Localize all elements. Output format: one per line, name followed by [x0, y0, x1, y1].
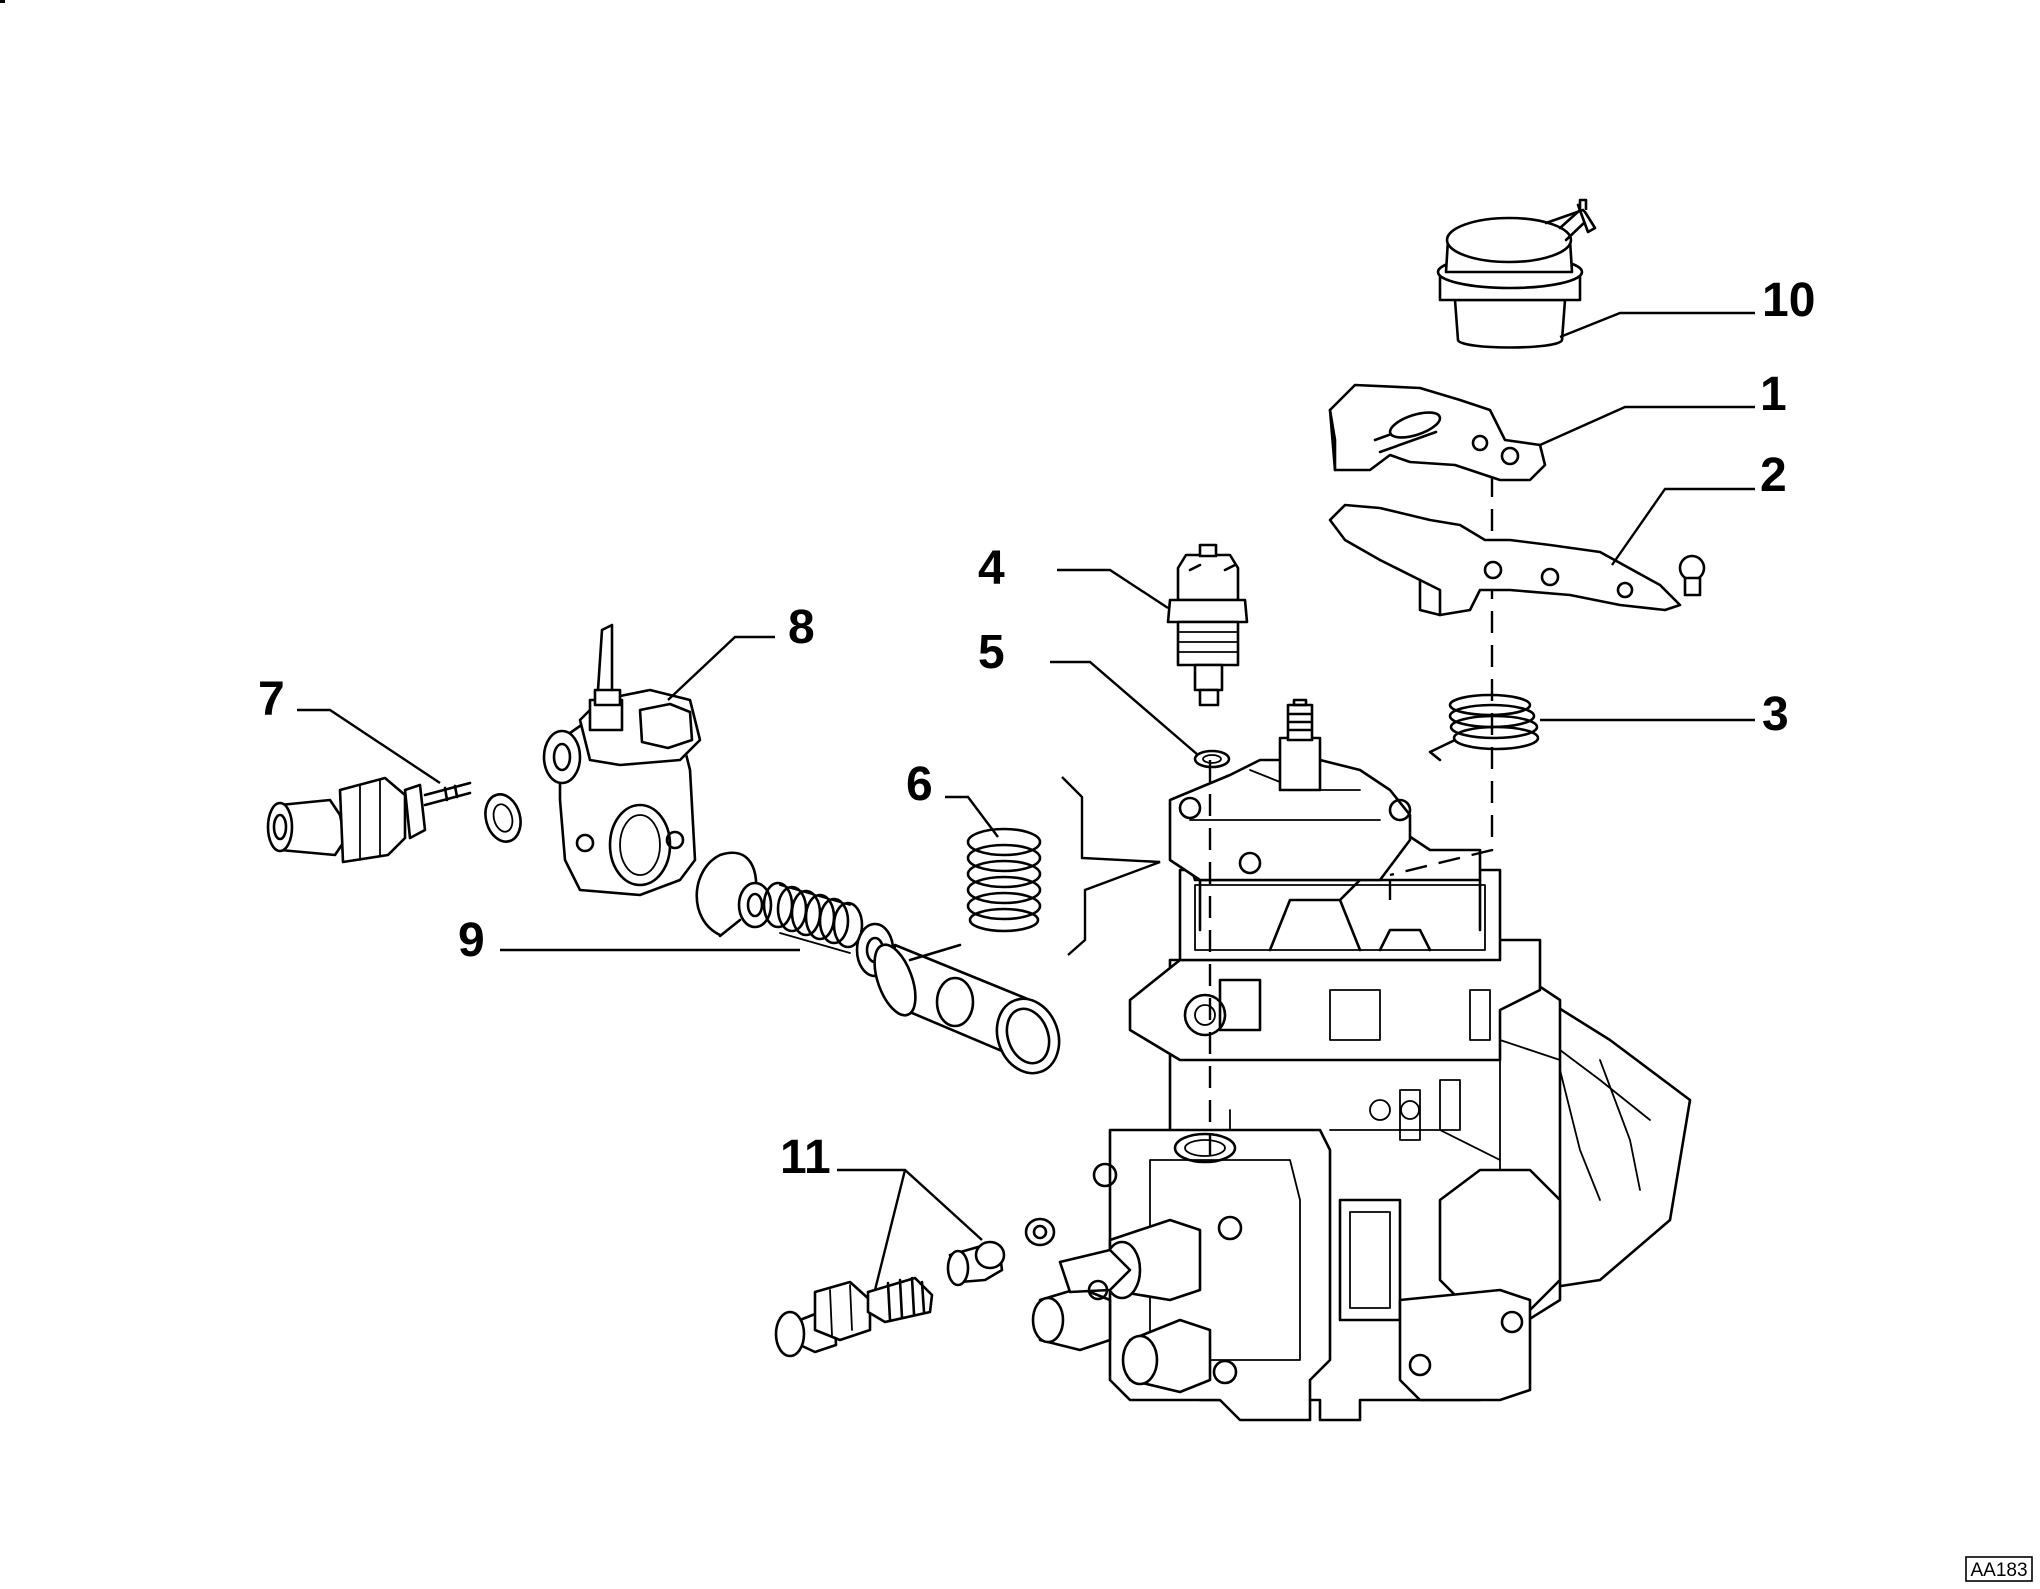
- part-6-spring: [966, 827, 1042, 933]
- callout-numbers: 10 1 2 3 4 5 6 7 8 9 11: [258, 274, 1815, 1184]
- part-3-spring: [1428, 693, 1540, 762]
- part-5-washer: [1193, 749, 1231, 769]
- part-1-bracket: [1328, 383, 1547, 482]
- part-10-cap: [1436, 198, 1597, 349]
- callout-5: 5: [978, 626, 1005, 679]
- callout-leaders: [297, 311, 1755, 1291]
- callout-2: 2: [1760, 449, 1787, 502]
- part-4-solenoid: [1166, 543, 1249, 707]
- callout-10: 10: [1762, 274, 1815, 327]
- sealing-washer: [484, 793, 522, 843]
- callout-6: 6: [906, 758, 933, 811]
- part-8-housing: [542, 623, 702, 897]
- part-9-assembly: [695, 851, 1061, 1075]
- callout-7: 7: [258, 673, 285, 726]
- group-bracket: [1061, 776, 1161, 956]
- callout-1: 1: [1760, 368, 1787, 421]
- corner-mark: [0, 0, 5, 3]
- figure-code: AA183: [1970, 1560, 2027, 1581]
- callout-9: 9: [458, 914, 485, 967]
- injection-pump-body: [1031, 698, 1692, 1422]
- callout-11: 11: [780, 1131, 831, 1184]
- part-7-sensor: [266, 776, 472, 864]
- figure-code-box: AA183: [1965, 1556, 2033, 1582]
- callout-3: 3: [1762, 688, 1789, 741]
- part-11-fittings: [774, 1217, 1056, 1358]
- assembly-axis-lines: [1208, 475, 1494, 1155]
- delivery-valve-holders: [1031, 1162, 1243, 1394]
- callout-8: 8: [788, 601, 815, 654]
- part-2-lever: [1328, 503, 1706, 617]
- callout-4: 4: [978, 542, 1005, 595]
